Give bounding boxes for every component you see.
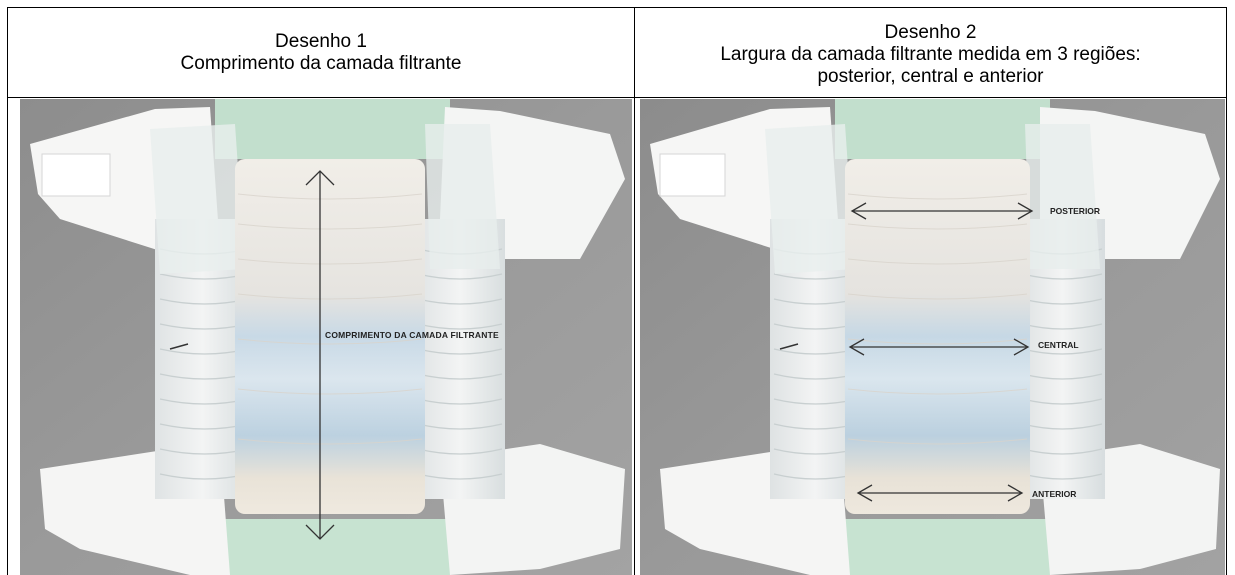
diaper-photo-2: POSTERIOR CENTRAL ANTERIOR: [640, 99, 1225, 575]
column-divider: [634, 7, 635, 575]
anterior-arrow: [856, 484, 1024, 502]
anterior-label: ANTERIOR: [1032, 489, 1077, 499]
length-arrow: [305, 170, 335, 540]
panel2-title: Desenho 2: [884, 21, 977, 43]
panel1-title: Desenho 1: [275, 30, 367, 52]
header-cell-1: Desenho 1 Comprimento da camada filtrant…: [8, 7, 634, 98]
header-divider: [7, 97, 1227, 98]
diaper-illustration-2: [640, 99, 1225, 575]
cell-margin-2: [635, 99, 640, 575]
length-annotation: COMPRIMENTO DA CAMADA FILTRANTE: [325, 330, 499, 340]
diaper-illustration-1: [20, 99, 632, 575]
posterior-arrow: [850, 202, 1034, 220]
diaper-photo-1: COMPRIMENTO DA CAMADA FILTRANTE: [20, 99, 632, 575]
panel2-subtitle-line1: Largura da camada filtrante medida em 3 …: [720, 43, 1141, 65]
posterior-label: POSTERIOR: [1050, 206, 1101, 216]
cell-margin-1: [8, 99, 20, 575]
panel2-subtitle-line2: posterior, central e anterior: [817, 65, 1044, 87]
central-arrow: [848, 338, 1030, 356]
central-label: CENTRAL: [1038, 340, 1079, 350]
table-frame: [7, 7, 1227, 575]
panel1-subtitle: Comprimento da camada filtrante: [180, 52, 462, 74]
header-cell-2: Desenho 2 Largura da camada filtrante me…: [635, 7, 1226, 98]
